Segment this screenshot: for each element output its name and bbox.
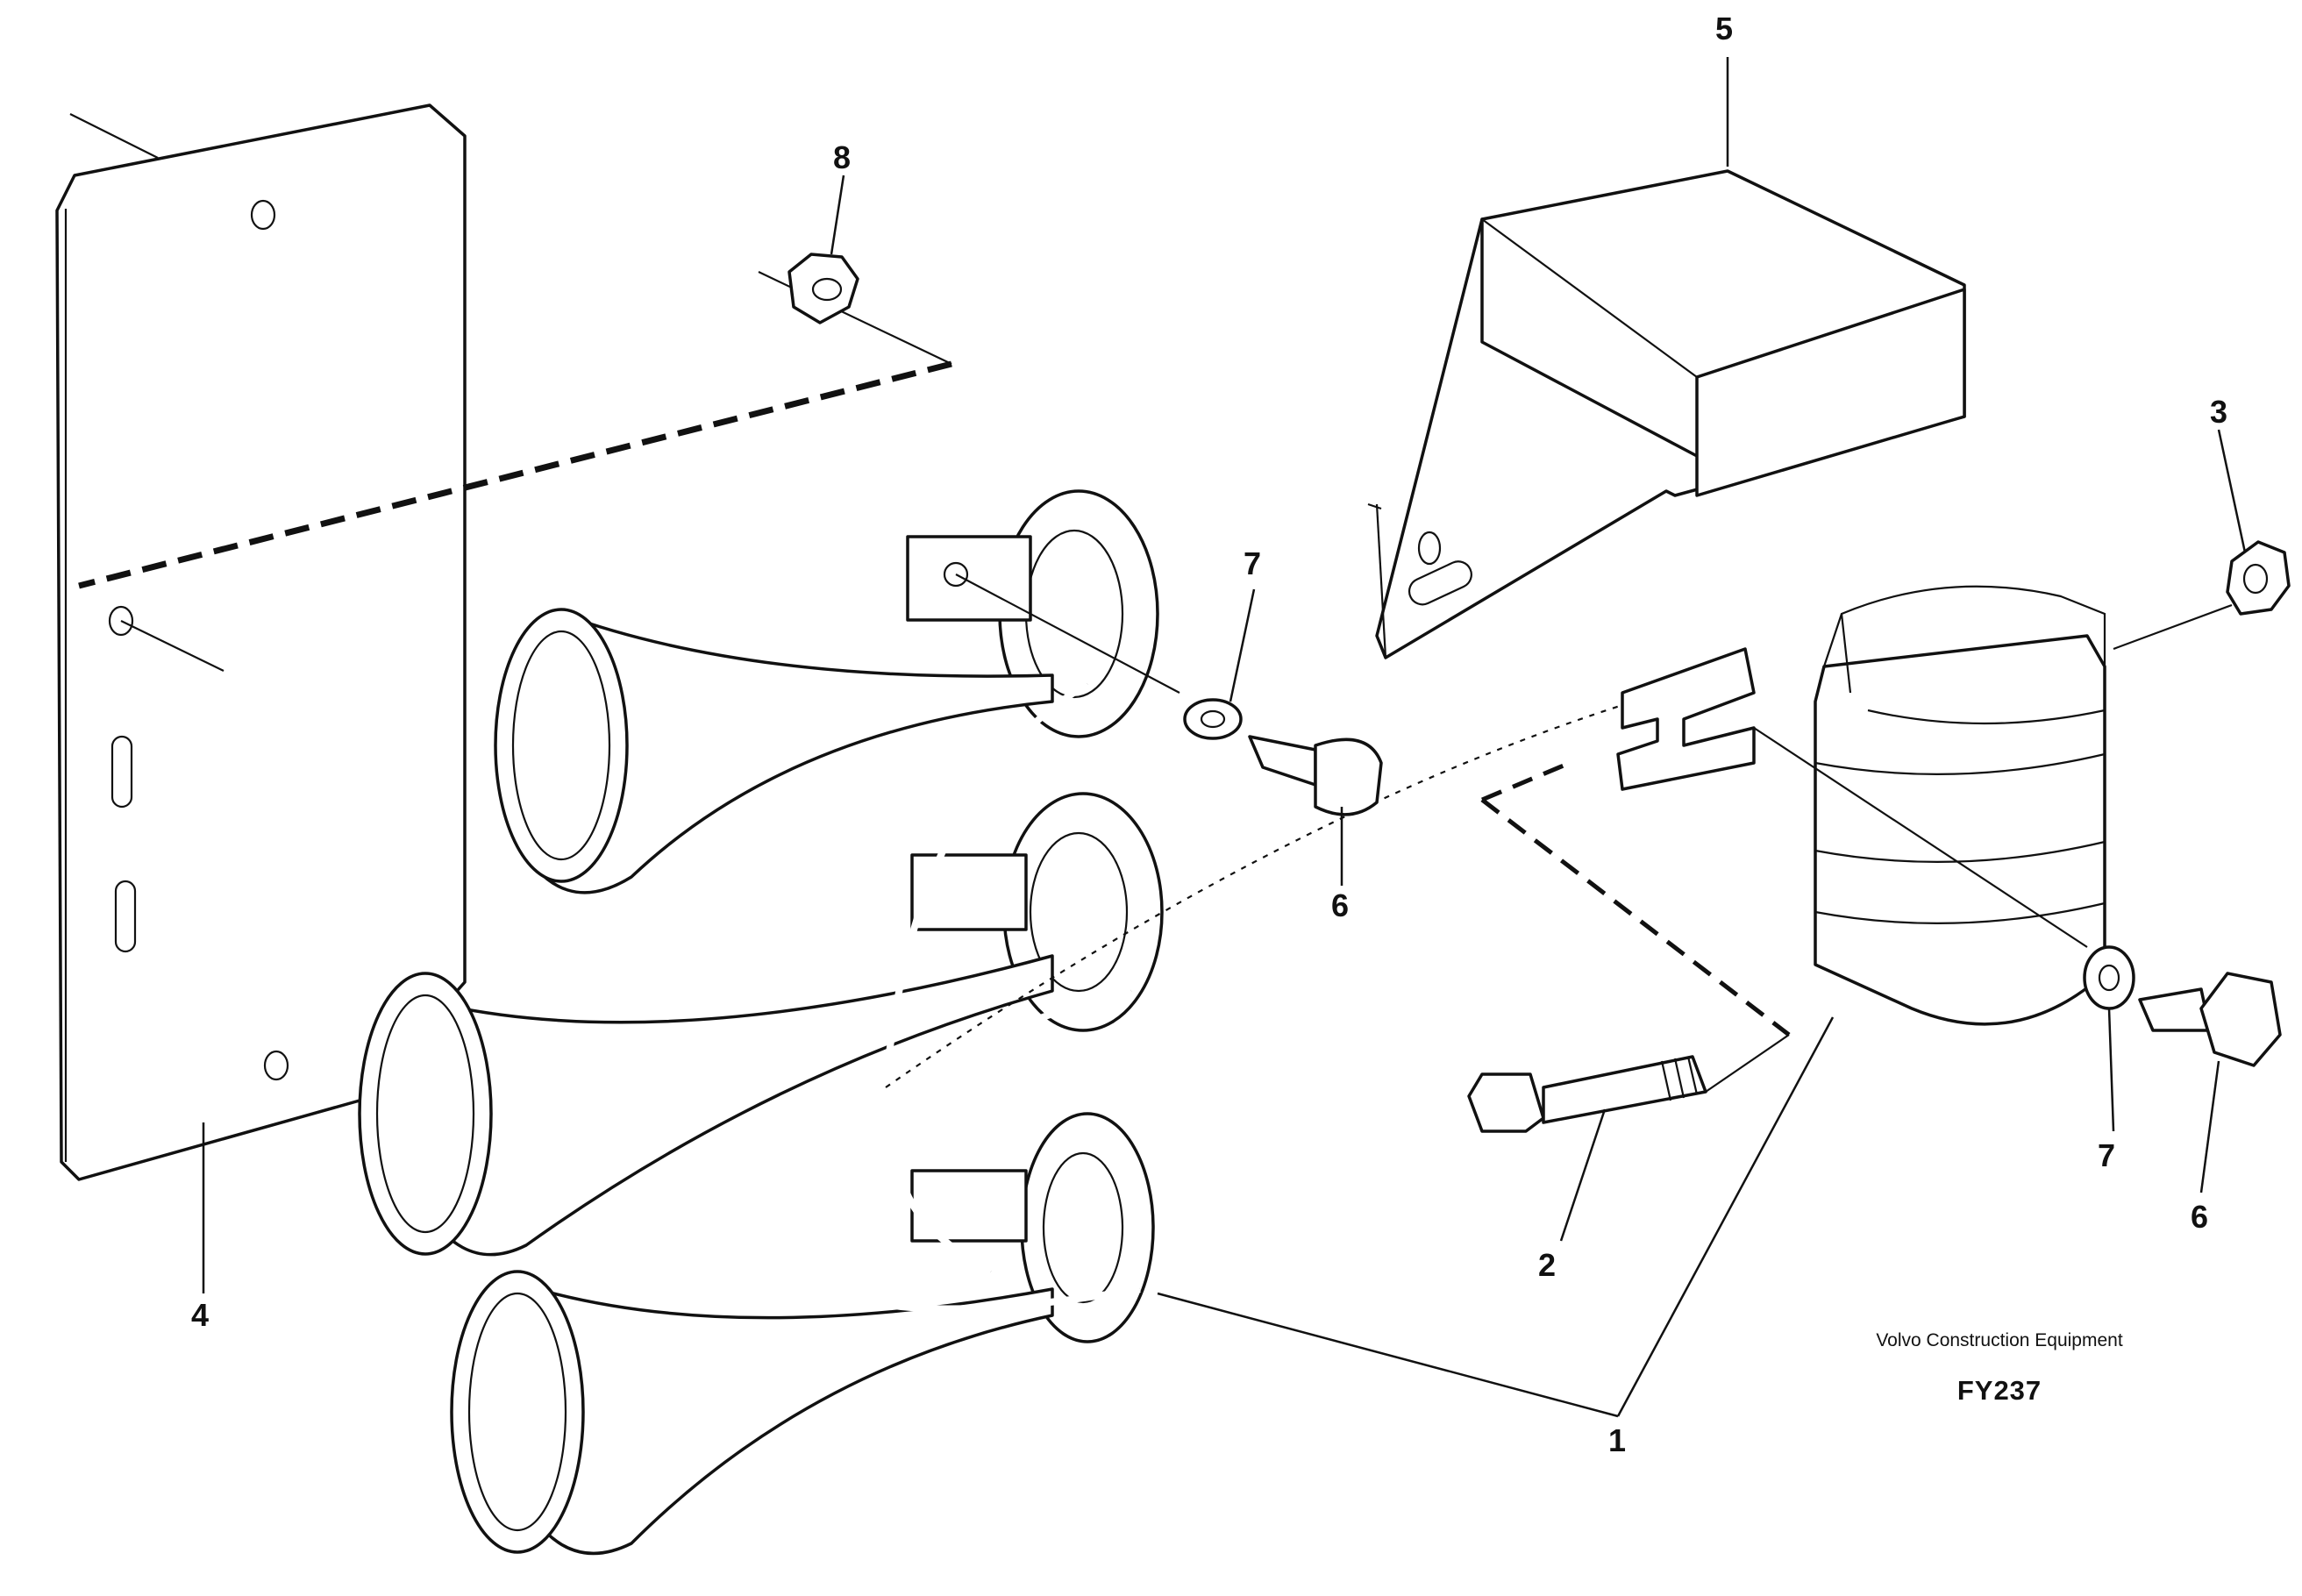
nut-right <box>2113 540 2291 651</box>
callout-7-right: 7 <box>2098 1137 2115 1173</box>
bolt-left <box>1248 735 1383 816</box>
bolt-long <box>1467 1034 1790 1133</box>
callout-1: 1 <box>1608 1422 1626 1458</box>
callout-2: 2 <box>1538 1247 1556 1283</box>
washer-left <box>955 574 1243 740</box>
callout-4: 4 <box>191 1297 209 1333</box>
horn-top <box>494 489 1159 894</box>
compressor-unit <box>1616 585 2106 1026</box>
callout-8: 8 <box>833 139 851 175</box>
figure-code: FY237 <box>1956 1375 2042 1406</box>
nut-upper <box>758 253 952 365</box>
callout-5: 5 <box>1715 11 1733 46</box>
air-hoses <box>794 680 1693 1313</box>
cover-bracket <box>1367 169 1966 659</box>
mounting-plate <box>55 103 467 1181</box>
callout-6-right: 6 <box>2191 1199 2208 1235</box>
callout-3: 3 <box>2210 394 2227 430</box>
bolt-right <box>2138 972 2282 1067</box>
callout-7-left: 7 <box>1244 545 1261 581</box>
horn-bottom <box>450 1112 1155 1556</box>
callout-6-left: 6 <box>1331 887 1349 923</box>
callouts: 5 8 3 7 6 4 7 6 2 1 <box>191 11 2227 1458</box>
leader-lines <box>202 57 2247 1418</box>
manufacturer-caption: Volvo Construction Equipment <box>1876 1330 2123 1350</box>
